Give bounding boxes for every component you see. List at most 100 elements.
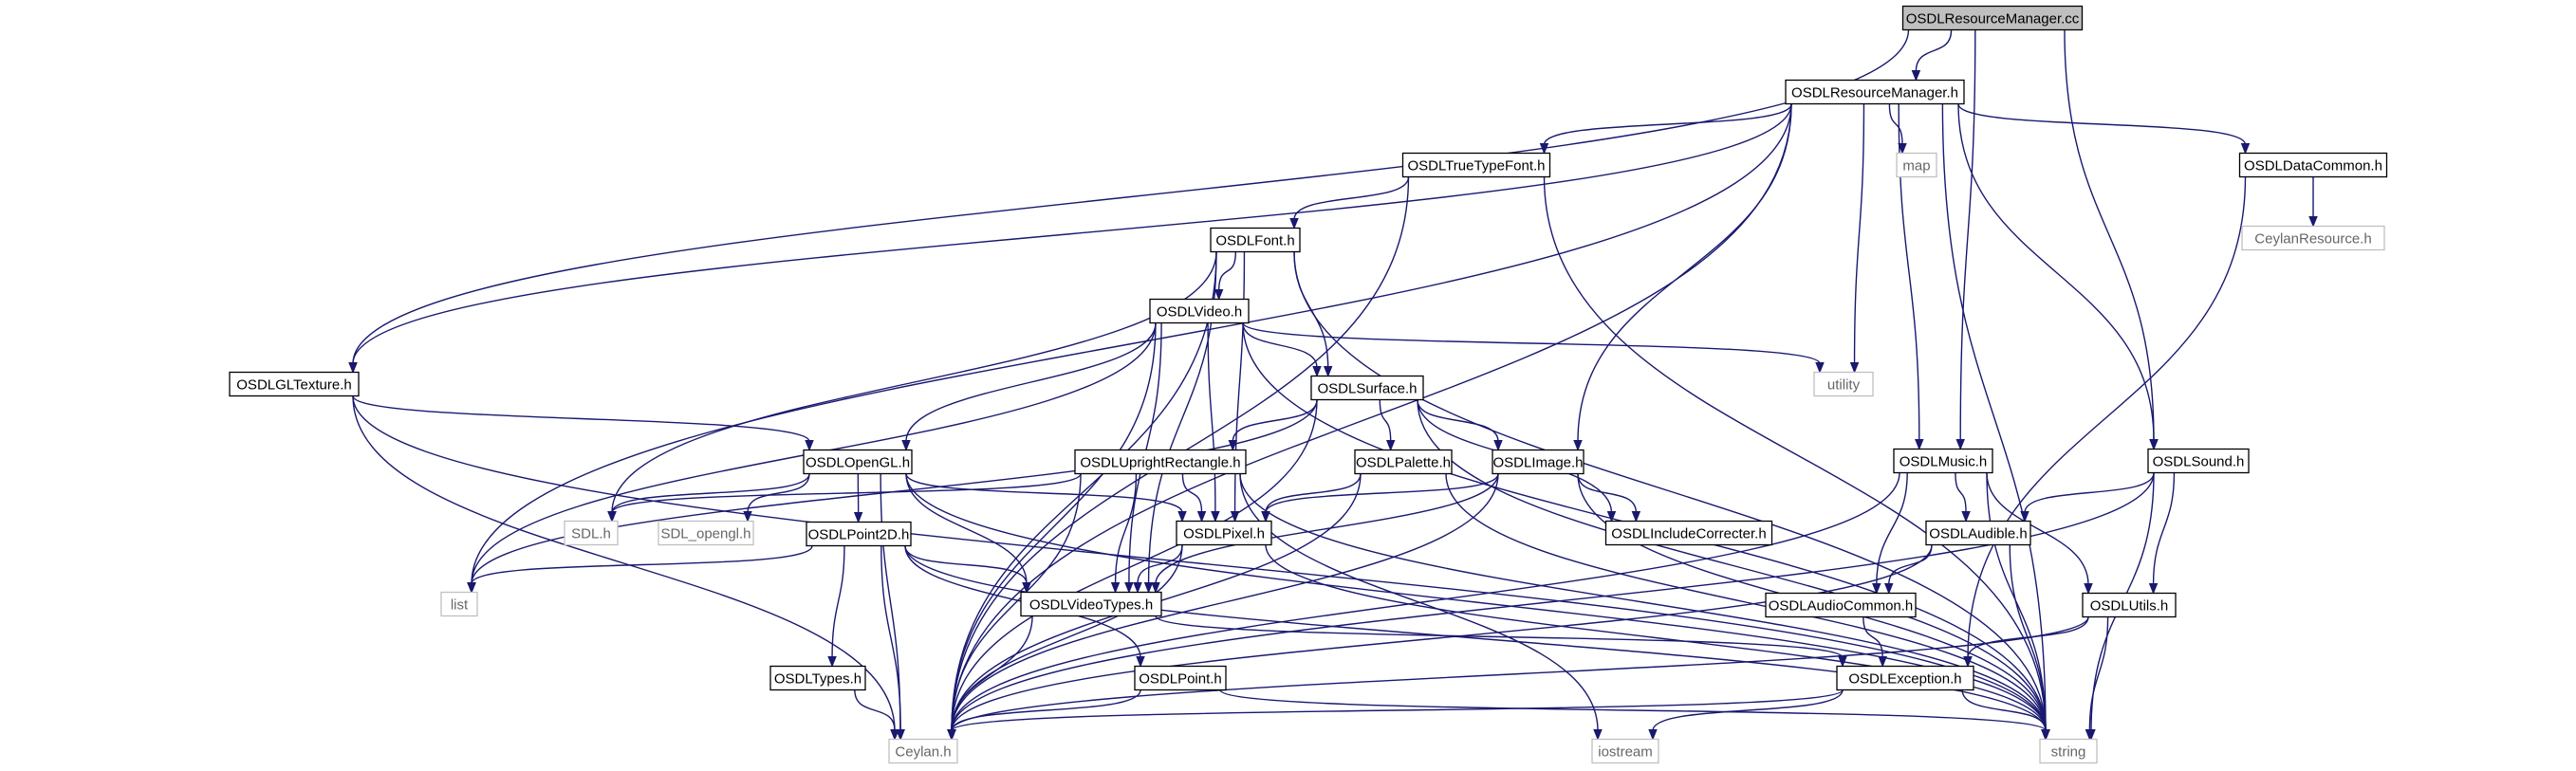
edge-point-to-string: [1219, 688, 2047, 732]
node-inccorr[interactable]: OSDLIncludeCorrecter.h: [1604, 520, 1773, 546]
arrowhead-uprect-to-vtypes: [1110, 582, 1121, 594]
node-box-types: [769, 665, 866, 691]
node-label-ceylanres: CeylanResource.h: [2254, 231, 2371, 248]
node-label-sdl: SDL.h: [571, 526, 611, 542]
arrowhead-ttf-to-font: [1289, 218, 1299, 229]
node-box-string: [2039, 738, 2098, 764]
edge-rm-h-to-ttf: [1543, 103, 1792, 145]
node-types[interactable]: OSDLTypes.h: [769, 665, 866, 691]
arrowhead-sound-to-audible: [2020, 511, 2029, 523]
node-audiocommon[interactable]: OSDLAudioCommon.h: [1765, 592, 1917, 618]
node-label-utility: utility: [1827, 377, 1861, 394]
node-label-ttf: OSDLTrueTypeFont.h: [1407, 158, 1545, 174]
edge-ttf-to-font: [1293, 176, 1410, 220]
edge-music-to-utils: [1986, 472, 2089, 585]
node-box-exception: [1836, 665, 1974, 691]
edge-rm-h-to-sound: [1957, 103, 2155, 441]
arrowhead-types-to-ceylan: [890, 729, 899, 741]
arrowhead-rm-h-to-sound: [2149, 439, 2159, 450]
node-point[interactable]: OSDLPoint.h: [1134, 665, 1227, 691]
edge-video-to-utility: [1242, 321, 1821, 365]
arrowhead-surface-to-inccorr: [1606, 511, 1617, 523]
node-label-uprect: OSDLUprightRectangle.h: [1080, 455, 1240, 471]
edge-opengl-to-sdl: [611, 473, 810, 513]
node-box-surface: [1310, 375, 1424, 401]
node-box-opengl: [803, 449, 913, 475]
node-datacommon[interactable]: OSDLDataCommon.h: [2238, 152, 2388, 178]
edge-music-to-ceylan: [951, 472, 1900, 731]
arrowhead-video-to-surface: [1312, 366, 1322, 377]
node-label-audible: OSDLAudible.h: [1929, 526, 2027, 542]
arrowhead-surface-to-palette: [1385, 440, 1396, 451]
node-ttf[interactable]: OSDLTrueTypeFont.h: [1401, 152, 1551, 178]
edge-sound-to-audible: [2024, 472, 2155, 513]
node-label-list: list: [451, 597, 469, 614]
arrowhead-font-to-vtypes: [1143, 582, 1154, 594]
node-palette[interactable]: OSDLPalette.h: [1354, 449, 1453, 475]
node-rm-cc[interactable]: OSDLResourceManager.cc: [1901, 5, 2084, 31]
node-box-sdl: [564, 520, 619, 546]
node-label-font: OSDLFont.h: [1215, 233, 1294, 249]
node-video[interactable]: OSDLVideo.h: [1149, 298, 1250, 324]
node-vtypes[interactable]: OSDLVideoTypes.h: [1020, 591, 1162, 617]
edge-rm-cc-to-gltex: [352, 29, 1910, 364]
node-label-exception: OSDLException.h: [1848, 671, 1961, 688]
node-opengl[interactable]: OSDLOpenGL.h: [803, 449, 913, 475]
arrowhead-rm-h-to-music: [1915, 439, 1924, 450]
node-point2d[interactable]: OSDLPoint2D.h: [806, 521, 912, 547]
edge-rm-h-to-datacommon: [1957, 103, 2247, 145]
node-uprect[interactable]: OSDLUprightRectangle.h: [1074, 449, 1247, 475]
arrowhead-point2d-to-types: [827, 656, 837, 668]
node-label-sound: OSDLSound.h: [2153, 454, 2245, 470]
edge-opengl-to-sdlgl: [747, 473, 810, 513]
node-gltex[interactable]: OSDLGLTexture.h: [229, 371, 360, 397]
edge-music-to-audible: [1955, 472, 1967, 513]
edge-uprect-to-string: [1239, 473, 2047, 731]
node-box-gltex: [229, 371, 360, 397]
node-music[interactable]: OSDLMusic.h: [1893, 448, 1993, 474]
node-sdlgl: SDL_opengl.h: [658, 520, 754, 546]
edge-point2d-to-vtypes: [904, 545, 1028, 584]
node-box-inccorr: [1604, 520, 1773, 546]
arrowhead-video-to-utility: [1815, 362, 1825, 374]
node-box-point2d: [806, 521, 912, 547]
edge-audiocommon-to-exception: [1863, 616, 1883, 658]
node-sound[interactable]: OSDLSound.h: [2147, 448, 2250, 474]
node-image[interactable]: OSDLImage.h: [1492, 449, 1585, 475]
edge-rm-h-to-map: [1888, 103, 1903, 145]
node-audible[interactable]: OSDLAudible.h: [1925, 520, 2031, 546]
node-exception[interactable]: OSDLException.h: [1836, 665, 1974, 691]
node-box-music: [1893, 448, 1993, 474]
arrowhead-datacommon-to-ceylanres: [2308, 216, 2318, 228]
edge-video-to-opengl: [905, 322, 1157, 442]
node-box-utility: [1813, 371, 1874, 397]
node-box-sdlgl: [658, 520, 754, 546]
arrowhead-image-to-pixel: [1261, 511, 1270, 523]
edge-image-to-inccorr: [1577, 473, 1638, 513]
arrowhead-opengl-to-point2d: [853, 512, 863, 523]
arrowhead-video-to-opengl: [901, 440, 911, 451]
node-box-ceylanres: [2241, 225, 2385, 251]
node-rm-h[interactable]: OSDLResourceManager.h: [1785, 79, 1965, 105]
arrowhead-video-to-vtypes: [1124, 582, 1134, 594]
node-font[interactable]: OSDLFont.h: [1210, 227, 1301, 253]
node-box-map: [1896, 152, 1937, 178]
node-label-vtypes: OSDLVideoTypes.h: [1029, 597, 1153, 614]
edge-rm-h-to-image: [1577, 103, 1792, 442]
arrowhead-music-to-audiocommon: [1872, 583, 1881, 595]
edge-utils-to-ceylan: [951, 616, 2089, 731]
node-label-inccorr: OSDLIncludeCorrecter.h: [1611, 526, 1766, 542]
edge-rm-h-to-ceylan: [951, 103, 1792, 731]
node-surface[interactable]: OSDLSurface.h: [1310, 375, 1424, 401]
node-box-utils: [2082, 592, 2177, 618]
node-utils[interactable]: OSDLUtils.h: [2082, 592, 2177, 618]
edge-music-to-audiocommon: [1876, 472, 1908, 585]
arrowhead-sound-to-utils: [2148, 583, 2159, 595]
arrowhead-rm-h-to-utility: [1849, 362, 1860, 374]
arrowhead-uprect-to-sdl: [607, 511, 617, 523]
arrowhead-uprect-to-iostream: [1593, 729, 1603, 741]
node-ceylanres: CeylanResource.h: [2241, 225, 2385, 251]
node-pixel[interactable]: OSDLPixel.h: [1176, 520, 1272, 546]
edge-uprect-to-ceylan: [951, 473, 1082, 731]
node-label-iostream: iostream: [1598, 744, 1653, 761]
